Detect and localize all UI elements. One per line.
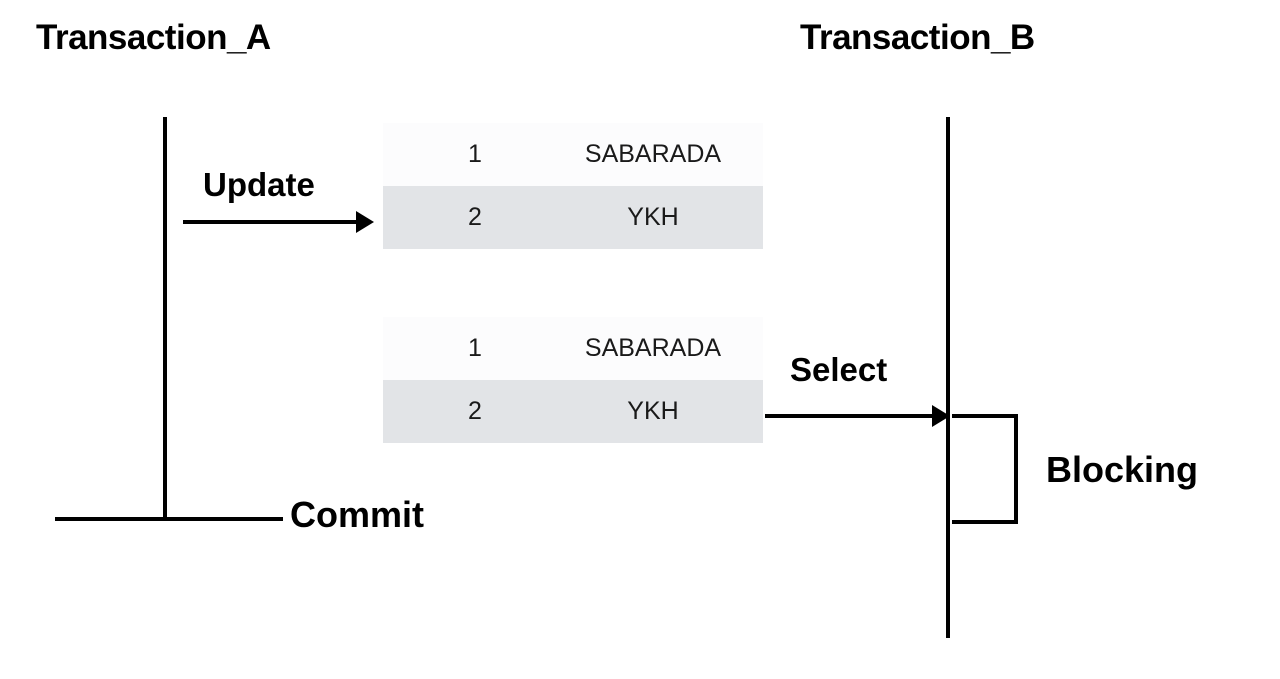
lifeline-transaction-b [946, 117, 950, 638]
table-row: 1 SABARADA [383, 317, 763, 380]
bracket-top-segment [952, 414, 1018, 418]
table-cell-name: YKH [627, 397, 679, 425]
data-table-before: 1 SABARADA 2 YKH [383, 123, 763, 249]
table-row: 2 YKH [383, 380, 763, 443]
table-cell-name: YKH [627, 203, 679, 231]
message-arrow-update [183, 220, 358, 224]
commit-marker-line [55, 517, 283, 521]
table-cell-id: 1 [468, 140, 482, 168]
message-arrow-select [765, 414, 935, 418]
message-label-select: Select [790, 351, 888, 388]
bracket-bottom-segment [952, 520, 1018, 524]
table-row: 1 SABARADA [383, 123, 763, 186]
participant-title-transaction-a: Transaction_A [36, 18, 271, 57]
participant-title-transaction-b: Transaction_B [800, 18, 1035, 57]
table-cell-name: SABARADA [584, 140, 722, 168]
table-row: 2 YKH [383, 186, 763, 249]
message-label-update: Update [203, 166, 315, 203]
table-cell-name: SABARADA [584, 334, 722, 362]
blocking-label: Blocking [1046, 449, 1199, 490]
arrow-head-icon [356, 211, 374, 233]
arrow-head-icon [932, 405, 950, 427]
commit-label: Commit [290, 494, 424, 535]
table-cell-id: 2 [468, 203, 482, 231]
lifeline-transaction-a [163, 117, 167, 520]
table-cell-id: 2 [468, 397, 482, 425]
data-table-after: 1 SABARADA 2 YKH [383, 317, 763, 443]
bracket-right-segment [1014, 414, 1018, 524]
blocking-bracket-icon [952, 414, 1018, 524]
table-cell-id: 1 [468, 334, 482, 362]
